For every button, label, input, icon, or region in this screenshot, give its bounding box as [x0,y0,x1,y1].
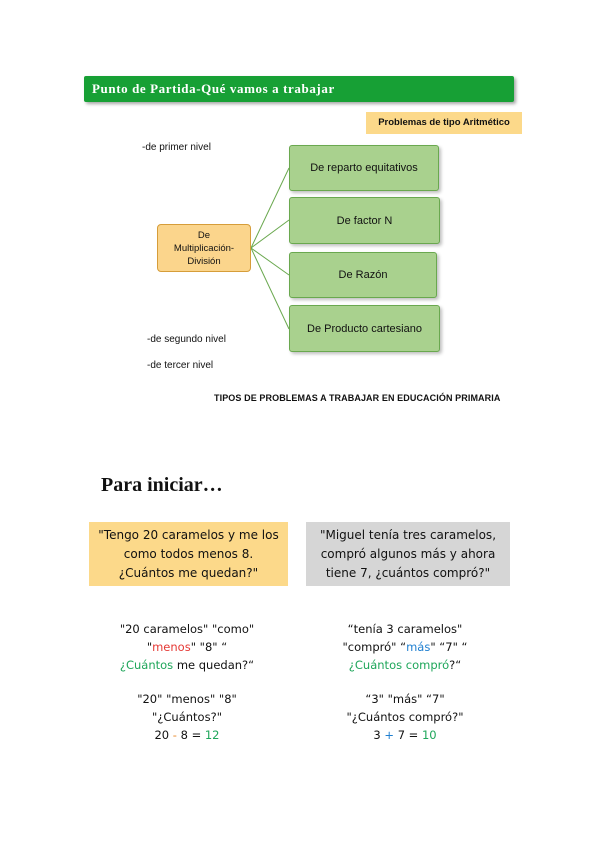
analysis-line: ¿Cuántos me quedan?“ [119,658,255,672]
branch-label: De reparto equitativos [310,162,418,174]
keyword-cuantos: Cuántos [125,658,174,672]
analysis-line: "20 caramelos" "como" [119,622,255,636]
analysis-line: "compró" “más" “7" “ [342,640,468,654]
section-header: Punto de Partida-Qué vamos a trabajar [84,76,514,102]
root-line: Multiplicación- [173,242,235,254]
branch-producto: De Producto cartesiano [289,305,440,352]
problem-line: ¿Cuántos me quedan?" [118,565,259,580]
problem-line: como todos menos 8. [123,546,254,561]
equation-right: 3 + 7 = 10 [373,728,437,742]
analysis-line: "20" "menos" "8" [137,692,237,706]
analysis-line: ¿Cuántos compró?“ [348,658,462,672]
connector-line [250,167,290,249]
branch-label: De factor N [336,214,393,227]
problem-box-left: "Tengo 20 caramelos y me los como todos … [89,522,288,586]
arithmetic-tag: Problemas de tipo Aritmético [366,112,522,134]
connector-line [250,247,290,330]
problem-line: "Miguel tenía tres caramelos, [319,527,497,542]
problem-box-right: "Miguel tenía tres caramelos, compró alg… [306,522,510,586]
keyword-mas: más [406,640,431,654]
problem-line: "Tengo 20 caramelos y me los [98,527,279,542]
analysis-line: "¿Cuántos?" [152,710,222,724]
header-title: Punto de Partida-Qué vamos a trabajar [92,81,335,96]
analysis-line: “3" "más" “7" [365,692,445,706]
analysis-right: “tenía 3 caramelos" "compró" “más" “7" “… [320,620,490,744]
root-line: División [187,255,221,267]
result-left: 12 [204,728,220,742]
level-third: -de tercer nivel [147,360,214,371]
analysis-line: "menos" "8" “ [146,640,228,654]
root-line: De [197,229,211,241]
operator-plus: + [380,728,398,742]
level-second: -de segundo nivel [147,334,226,345]
level-first: -de primer nivel [142,142,211,153]
equation-left: 20 - 8 = 12 [154,728,220,742]
analysis-left: "20 caramelos" "como" "menos" "8" “ ¿Cuá… [94,620,280,744]
keyword-cuantos-compro: Cuántos compró [354,658,450,672]
diagram-root: De Multiplicación- División [157,224,251,272]
keyword-menos: menos [152,640,191,654]
result-right: 10 [421,728,437,742]
connector-line [250,247,290,276]
problem-line: tiene 7, ¿cuántos compró?" [325,565,491,580]
problem-line: compró algunos más y ahora [320,546,496,561]
branch-label: De Producto cartesiano [307,322,422,335]
connector-line [250,219,290,249]
section-title: Para iniciar… [101,474,223,496]
operator-minus: - [169,728,181,742]
analysis-line: "¿Cuántos compró?" [346,710,464,724]
diagram-caption: TIPOS DE PROBLEMAS A TRABAJAR EN EDUCACI… [214,393,501,403]
branch-factor: De factor N [289,197,440,244]
analysis-line: “tenía 3 caramelos" [347,622,463,636]
branch-razon: De Razón [289,252,437,298]
branch-reparto: De reparto equitativos [289,145,439,191]
branch-label: De Razón [338,269,388,281]
